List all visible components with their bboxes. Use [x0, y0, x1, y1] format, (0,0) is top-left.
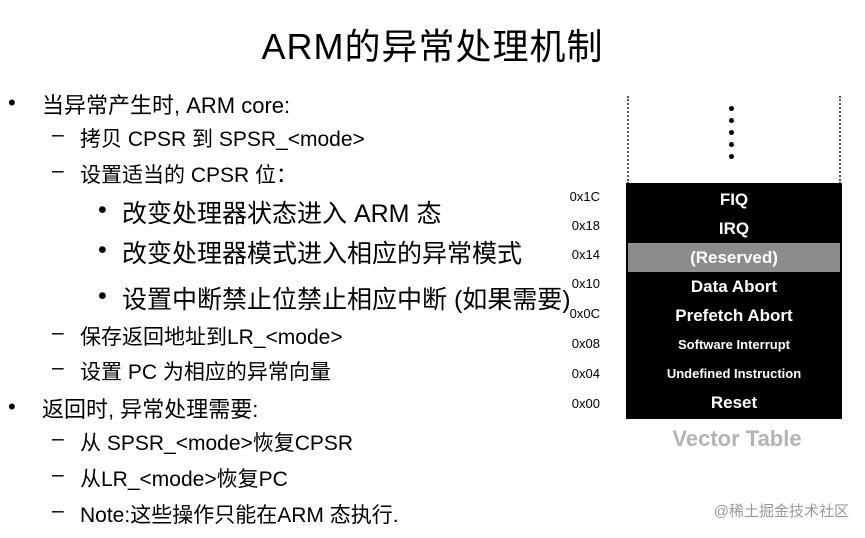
- vector-entry-data-abort: Data Abort: [690, 277, 778, 296]
- ellipsis-dot: [729, 130, 734, 135]
- vector-table: FIQ IRQ (Reserved) Data Abort Prefetch A…: [626, 183, 842, 419]
- ellipsis-dot: [729, 154, 734, 159]
- ellipsis-dot: [729, 142, 734, 147]
- dash-marker: –: [52, 427, 64, 450]
- vector-table-caption: Vector Table: [672, 426, 802, 451]
- vector-entry-prefetch-abort: Prefetch Abort: [675, 306, 793, 325]
- sub-line: 从LR_<mode>恢复PC: [80, 468, 288, 491]
- vector-address: 0x14: [571, 247, 600, 262]
- dash-marker: –: [52, 463, 64, 486]
- dash-marker: –: [52, 321, 64, 344]
- vector-entry-software-interrupt: Software Interrupt: [678, 337, 790, 352]
- bullet-line: 当异常产生时, ARM core:: [42, 93, 291, 118]
- vector-entry-reserved: (Reserved): [628, 243, 840, 272]
- vector-entry-irq: IRQ: [718, 219, 750, 238]
- dash-marker: –: [52, 356, 64, 379]
- dash-marker: –: [52, 159, 64, 182]
- vector-address: 0x00: [571, 396, 600, 411]
- bullet-marker: •: [98, 282, 107, 310]
- bullet-marker: •: [98, 196, 107, 224]
- watermark-text: @稀土掘金技术社区: [713, 503, 849, 520]
- vector-address: 0x10: [571, 276, 600, 291]
- sub-sub-line: 改变处理器模式进入相应的异常模式: [122, 240, 523, 268]
- ellipsis-dot: [729, 118, 734, 123]
- sub-line: 从 SPSR_<mode>恢复CPSR: [80, 432, 354, 455]
- dash-marker: –: [52, 123, 64, 146]
- bullet-marker: •: [8, 394, 16, 419]
- sub-sub-line: 改变处理器状态进入 ARM 态: [122, 200, 442, 228]
- vector-address: 0x1C: [569, 189, 600, 204]
- sub-line: 拷贝 CPSR 到 SPSR_<mode>: [80, 128, 365, 151]
- vector-entry-undefined-instruction: Undefined Instruction: [666, 366, 802, 381]
- sub-sub-line: 设置中断禁止位禁止相应中断 (如果需要): [122, 286, 571, 314]
- vector-table-top-left-edge: [627, 96, 629, 184]
- sub-line: 保存返回地址到LR_<mode>: [80, 326, 343, 349]
- dash-marker: –: [52, 499, 64, 522]
- slide-title: ARM的异常处理机制: [261, 26, 604, 67]
- bullet-marker: •: [8, 90, 16, 115]
- ellipsis-dot: [729, 106, 734, 111]
- bullet-marker: •: [98, 236, 107, 264]
- bullet-line: 返回时, 异常处理需要:: [42, 397, 259, 422]
- vector-entry-fiq: FIQ: [719, 190, 749, 209]
- watermark: @稀土掘金技术社区: [714, 500, 849, 521]
- sub-line: Note:这些操作只能在ARM 态执行.: [80, 504, 399, 527]
- sub-line: 设置 PC 为相应的异常向量: [80, 361, 331, 384]
- vector-table-top-right-edge: [839, 96, 841, 184]
- vector-address: 0x04: [571, 366, 600, 381]
- sub-line: 设置适当的 CPSR 位：: [80, 164, 298, 187]
- vector-entry-reset: Reset: [710, 393, 758, 412]
- vector-address: 0x18: [571, 218, 600, 233]
- vector-address: 0x0C: [569, 306, 600, 321]
- vector-address: 0x08: [571, 336, 600, 351]
